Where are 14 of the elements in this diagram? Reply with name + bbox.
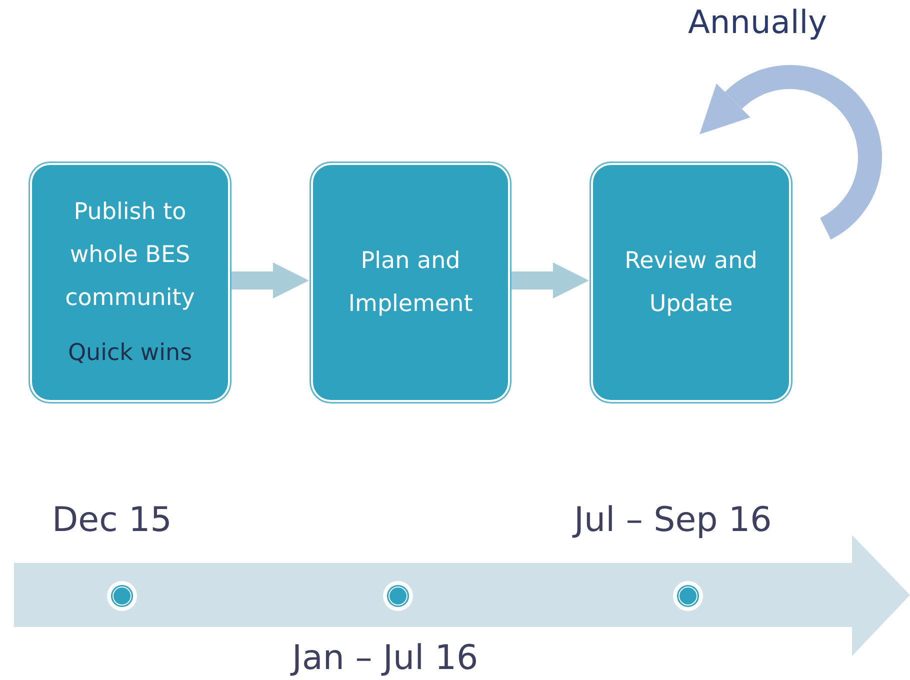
box-text: Publish to whole BES community bbox=[64, 198, 196, 312]
arrow bbox=[697, 65, 882, 240]
process-box bbox=[32, 165, 228, 400]
arrow bbox=[231, 262, 309, 298]
box-text: Review and Update bbox=[624, 246, 758, 318]
box-subtext: Quick wins bbox=[68, 338, 192, 368]
edge-label: Annually bbox=[688, 3, 828, 41]
process-box bbox=[313, 165, 508, 400]
date-label: Jul – Sep 16 bbox=[574, 500, 772, 540]
date-label: Dec 15 bbox=[52, 500, 172, 540]
process-box bbox=[593, 165, 789, 400]
date-label: Jan – Jul 16 bbox=[292, 638, 478, 678]
arrow bbox=[511, 262, 589, 298]
box-text: Plan and Implement bbox=[347, 246, 474, 318]
